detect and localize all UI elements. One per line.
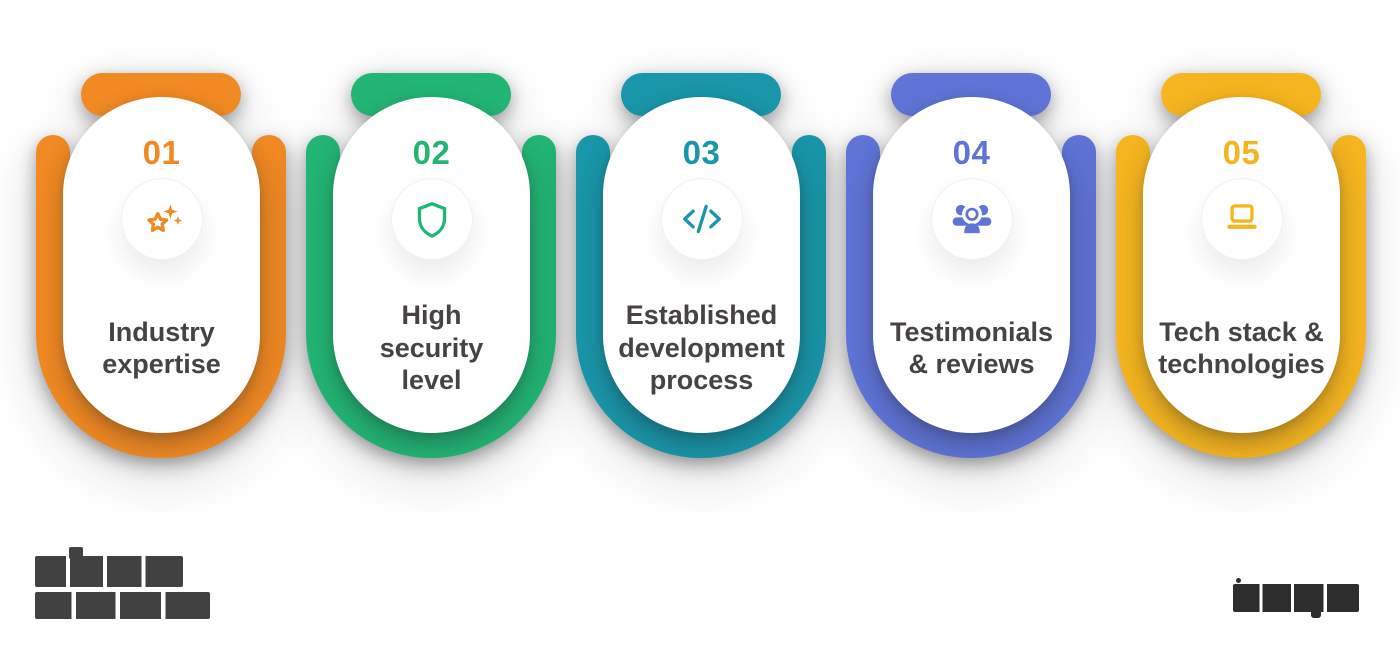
card-label: High security level [379,300,484,396]
card-ring [1116,135,1366,458]
card-ring [576,135,826,458]
card-number: 04 [952,134,991,171]
icon-circle [661,178,742,259]
shield-icon [417,201,446,238]
card-label: Testimonials & reviews [889,316,1054,379]
icon-circle [391,178,472,259]
criteria-card-2: 02 High security level [306,55,556,470]
card-label: Tech stack & technologies [1158,316,1325,379]
footer-left-logo [35,547,210,619]
card-number: 05 [1222,134,1261,171]
card-number: 02 [412,134,451,171]
card-number: 03 [682,134,721,171]
footer-left-logo-line-1 [35,547,183,587]
icon-circle [1201,178,1282,259]
icon-circle [931,178,1012,259]
card-label: Established development process [618,300,785,396]
card-number: 01 [142,134,181,171]
card-body: 02 High security level [333,97,530,433]
footer-left-logo-line-2 [35,592,210,619]
card-ring [36,135,286,458]
criteria-card-1: 01 Industry expertise [36,55,286,470]
icon-circle [121,178,202,259]
card-label: Industry expertise [102,316,221,379]
criteria-card-4: 04 Testimonials & reviews [846,55,1096,470]
laptop-icon [1226,203,1257,229]
card-body: 04 Testimonials & reviews [873,97,1070,433]
card-body: 03 Established development process [603,97,800,433]
criteria-card-3: 03 Established development process [576,55,826,470]
card-ring [306,135,556,458]
card-body: 01 Industry expertise [63,97,260,433]
users-icon [952,203,991,233]
footer-right-wordmark [1233,578,1359,618]
sparkles-star-icon [146,203,182,232]
card-body: 05 Tech stack & technologies [1143,97,1340,433]
card-ring [846,135,1096,458]
criteria-card-5: 05 Tech stack & technologies [1116,55,1366,470]
code-icon [682,204,721,233]
